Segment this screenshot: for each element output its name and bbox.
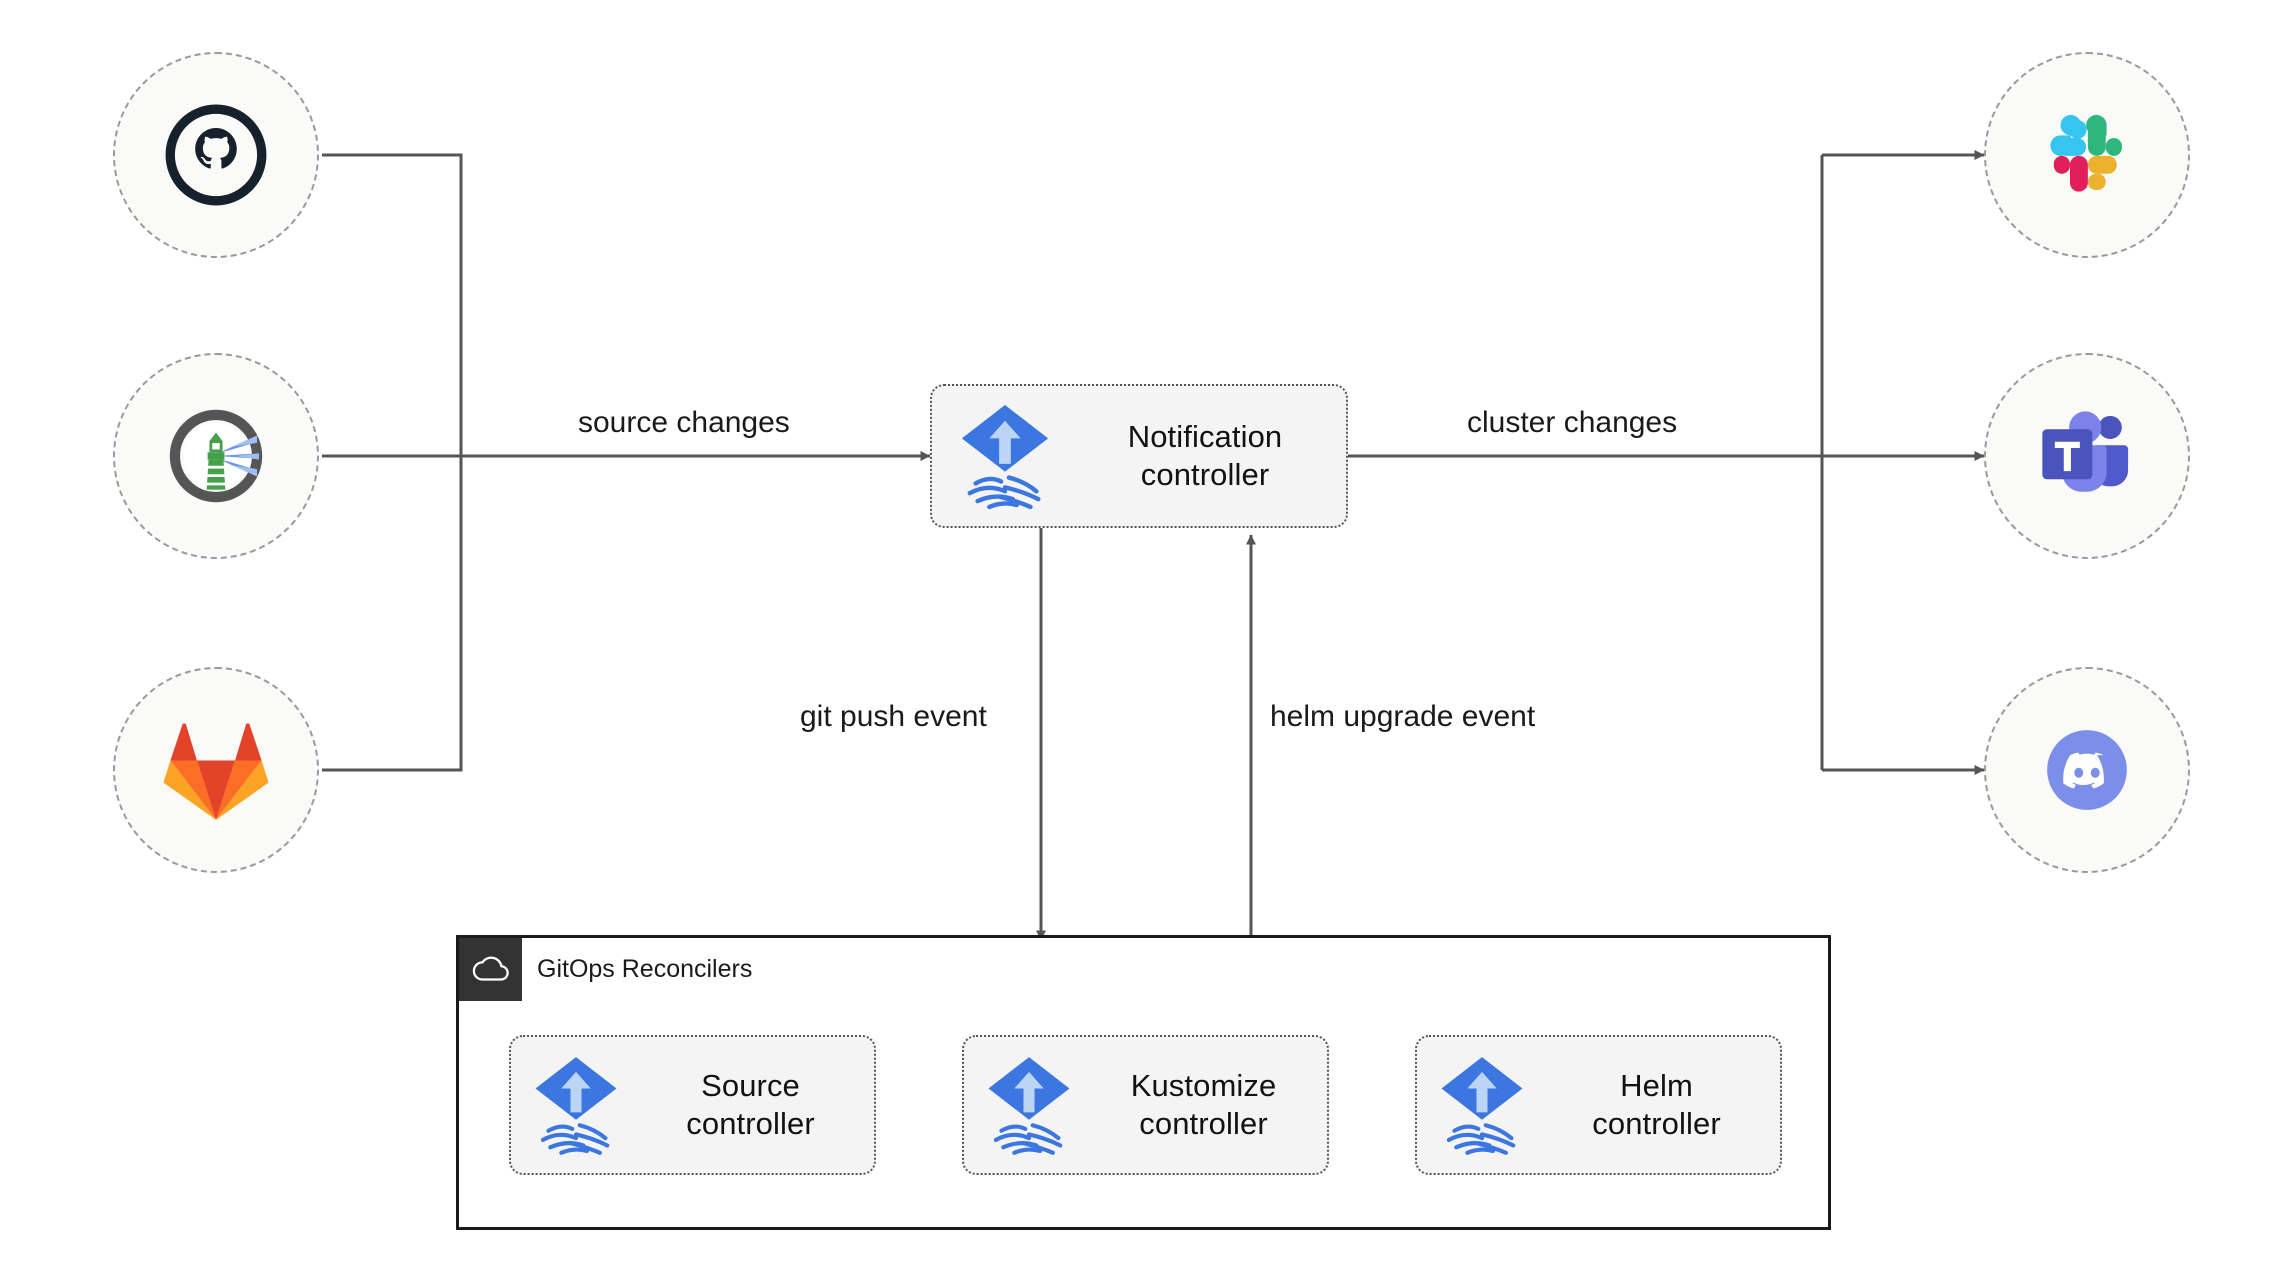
wire-gitlab-to-bus <box>322 456 463 772</box>
cloud-icon <box>459 938 522 1001</box>
gitlab-icon <box>163 723 269 820</box>
destination-circle-teams[interactable] <box>1984 353 2190 559</box>
notification-controller-card[interactable]: Notification controller <box>930 384 1348 528</box>
gitops-reconcilers-container: GitOps Reconcilers So <box>456 935 1831 1230</box>
github-icon <box>165 104 267 206</box>
edge-label-source-changes: source changes <box>578 406 790 439</box>
source-circle-flagger[interactable] <box>113 353 319 559</box>
slack-icon <box>2050 114 2122 192</box>
source-controller-label: Source controller <box>686 1068 815 1141</box>
source-circle-github[interactable] <box>113 52 319 258</box>
source-controller-card[interactable]: Source controller <box>509 1035 876 1175</box>
flagger-lighthouse-icon <box>169 409 263 503</box>
discord-icon <box>2047 730 2127 810</box>
source-circle-gitlab[interactable] <box>113 667 319 873</box>
kustomize-controller-card[interactable]: Kustomize controller <box>962 1035 1329 1175</box>
edge-label-git-push-event: git push event <box>800 700 987 733</box>
edge-label-helm-upgrade-event: helm upgrade event <box>1270 700 1536 733</box>
wire-github-to-bus <box>322 153 463 456</box>
edge-label-cluster-changes: cluster changes <box>1467 406 1678 439</box>
gitops-reconcilers-title: GitOps Reconcilers <box>537 955 753 983</box>
flux-icon <box>932 401 1078 511</box>
destination-circle-slack[interactable] <box>1984 52 2190 258</box>
destination-circle-discord[interactable] <box>1984 667 2190 873</box>
notification-controller-label: Notification controller <box>1127 419 1283 492</box>
flux-icon <box>1417 1053 1547 1157</box>
kustomize-controller-label: Kustomize controller <box>1130 1068 1277 1141</box>
helm-controller-label: Helm controller <box>1592 1068 1721 1141</box>
flux-icon <box>511 1053 641 1157</box>
helm-controller-card[interactable]: Helm controller <box>1415 1035 1782 1175</box>
teams-icon <box>2042 411 2129 492</box>
flux-icon <box>964 1053 1094 1157</box>
